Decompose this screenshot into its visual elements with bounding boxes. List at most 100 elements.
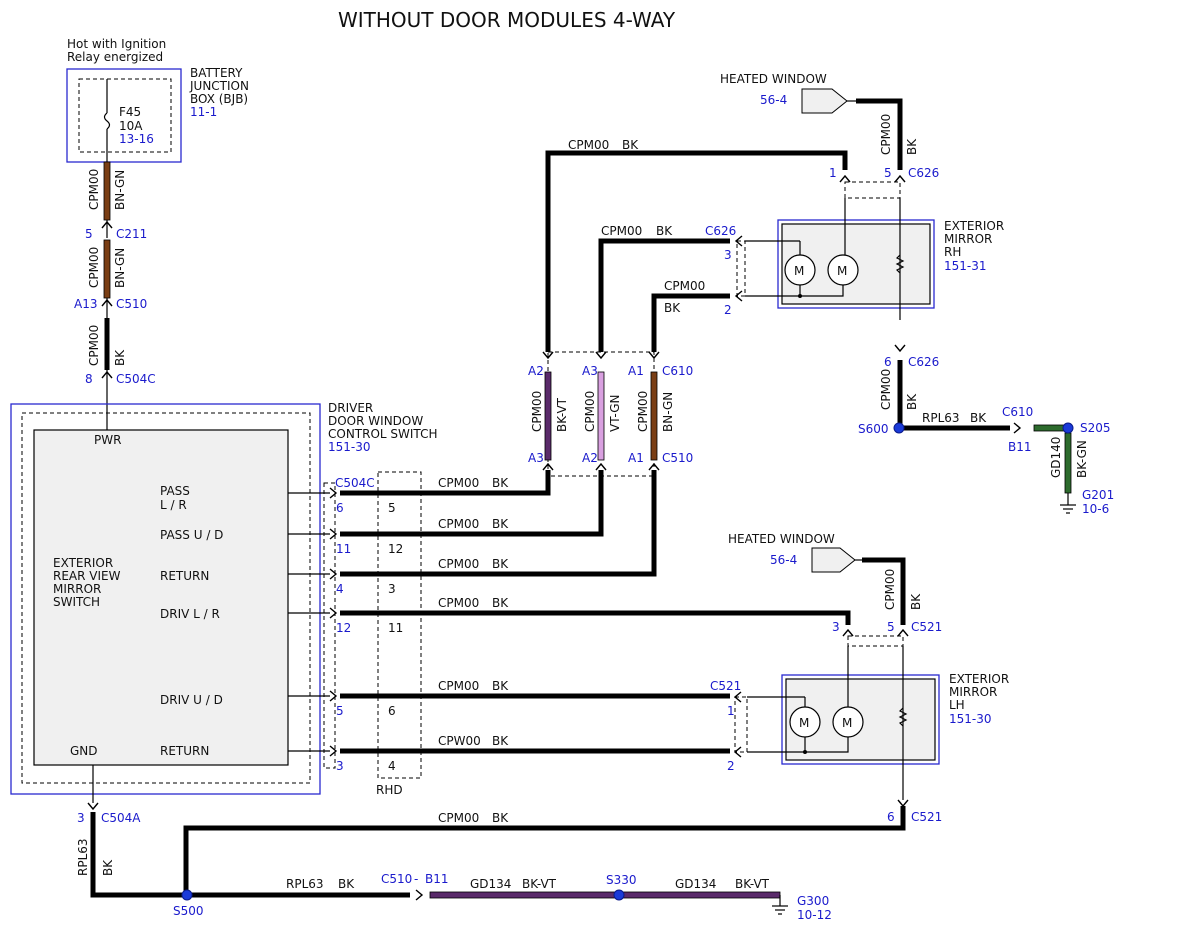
lh-heated-window-ref: 56-4 [770, 553, 797, 567]
c610-a2-connector-icon [542, 351, 554, 360]
bjb-inner-box [78, 78, 172, 153]
rh-rpl-circuit: RPL63 [922, 411, 960, 425]
switch-outer-box [10, 403, 321, 795]
rh-mirror-outer-box [777, 219, 935, 309]
lh-c521-side-dashed [734, 696, 748, 753]
rh-heater-element-icon [895, 254, 905, 274]
wire-a1-to-rh-pin2 [651, 293, 730, 352]
ground-circuit: 3 C504A RPL63 BK S500 RPL63 BK C510 - B1… [76, 765, 832, 922]
mid-w3-circuit: CPM00 [636, 391, 650, 432]
c510-a2-connector-icon [595, 462, 607, 471]
lh-pin5: 5 [887, 620, 895, 634]
switch-row-wire [340, 470, 604, 537]
c610-a3-connector-icon [595, 351, 607, 360]
c504a-connector-icon [87, 802, 99, 811]
feed-wire-bn-gn-2 [103, 239, 111, 299]
switch-row-pin: 4 [336, 582, 344, 596]
switch-row-rhd-pin: 11 [388, 621, 403, 635]
feed-w2-color: BN-GN [113, 248, 127, 288]
switch-name-line3: CONTROL SWITCH [328, 427, 437, 441]
lh-motor-2-label: M [842, 716, 852, 730]
gd1-circuit: GD134 [470, 877, 511, 891]
rh-c626-top-label: C626 [908, 166, 939, 180]
driver-door-window-control-switch: DRIVER DOOR WINDOW CONTROL SWITCH 151-30… [10, 401, 437, 797]
c510-b11-connector-icon [415, 889, 424, 901]
switch-row-rhd-pin: 6 [388, 704, 396, 718]
rh-mid-color: BK [656, 224, 673, 238]
feed-w1-circuit: CPM00 [87, 169, 101, 210]
switch-row-connector-icon [329, 607, 338, 619]
c510-pin-a1: A1 [628, 451, 644, 465]
switch-row-connector-icon [329, 690, 338, 702]
switch-row-circuit: CPM00 [438, 596, 479, 610]
lh-heated-window-flag-icon [811, 547, 856, 573]
gd134-wire-1 [429, 891, 621, 899]
lh-motor-2-ground [805, 737, 849, 753]
feed-w1-color: BN-GN [113, 170, 127, 210]
fuse-f45-icon [103, 112, 111, 130]
switch-row-wire [340, 470, 551, 496]
mid-w2-color: VT-GN [608, 395, 622, 432]
pass-lr-label-1: PASS [160, 484, 190, 498]
rh-top-circuit: CPM00 [568, 138, 609, 152]
rh-c626-bottom-label: C626 [908, 355, 939, 369]
mirror-switch-line3: MIRROR [53, 582, 101, 596]
lh-ground-wire [183, 806, 906, 895]
lh-c521-side-label: C521 [710, 679, 741, 693]
ground-rpl-color: BK [338, 877, 355, 891]
feed-w3-circuit: CPM00 [87, 325, 101, 366]
switch-row-wire [340, 610, 851, 625]
switch-row-connector-icon [329, 528, 338, 540]
c610-pin-a1: A1 [628, 364, 644, 378]
c504c-connector-label: C504C [335, 476, 375, 490]
lh-pin2: 2 [727, 759, 735, 773]
driv-ud-label: DRIV U / D [160, 693, 223, 707]
rh-mid-circuit: CPM00 [601, 224, 642, 238]
rh-heated-window-ref: 56-4 [760, 93, 787, 107]
lh-pin1: 1 [727, 704, 735, 718]
switch-row-rhd-pin: 3 [388, 582, 396, 596]
mid-wire-vt-gn [597, 371, 605, 461]
lh-pin5-connector-icon [897, 628, 909, 637]
lh-pin1-connector-icon [733, 691, 742, 703]
c504a-label: C504A [101, 811, 141, 825]
rh-pin6-connector-icon [894, 344, 906, 353]
switch-row-color: BK [492, 596, 509, 610]
relay-energized-label: Relay energized [67, 50, 163, 64]
rh-mirror-label-line3: RH [944, 245, 961, 259]
mid-w1-color: BK-VT [555, 397, 569, 432]
switch-row-pin: 3 [336, 759, 344, 773]
switch-row-rhd-pin: 5 [388, 501, 396, 515]
pass-lr-label-2: L / R [160, 498, 187, 512]
mirror-switch-line2: REAR VIEW [53, 569, 121, 583]
rh-pin6: 6 [884, 355, 892, 369]
rh-green-wire [1033, 424, 1067, 432]
lh-pin2-connector-icon [733, 746, 742, 758]
lh-c521-bottom-label: C521 [911, 810, 942, 824]
switch-row-rhd-pin: 4 [388, 759, 396, 773]
fuse-rating: 10A [119, 119, 143, 133]
pass-ud-label: PASS U / D [160, 528, 223, 542]
s600-splice-icon [893, 422, 905, 434]
c211-label: C211 [116, 227, 147, 241]
rh-down-color: BK [905, 393, 919, 410]
c504c-top-label: C504C [116, 372, 156, 386]
rh-pin2-connector-icon [734, 290, 743, 302]
rh-mirror-label-line2: MIRROR [944, 232, 992, 246]
c504a-pin: 3 [77, 811, 85, 825]
switch-inner-box [33, 429, 289, 766]
switch-row-circuit: CPM00 [438, 517, 479, 531]
switch-pwr-label: PWR [94, 433, 121, 447]
mid-w2-circuit: CPM00 [583, 391, 597, 432]
rh-motor-junction-dot [798, 294, 802, 298]
lh-motor-junction-dot [803, 750, 807, 754]
c510-bottom-dash: - [414, 872, 418, 886]
s205-label: S205 [1080, 421, 1111, 435]
feed-w2-circuit: CPM00 [87, 247, 101, 288]
s205-splice-icon [1062, 422, 1074, 434]
switch-row-connector-icon [329, 568, 338, 580]
lh-c521-top-dashed [847, 635, 904, 647]
